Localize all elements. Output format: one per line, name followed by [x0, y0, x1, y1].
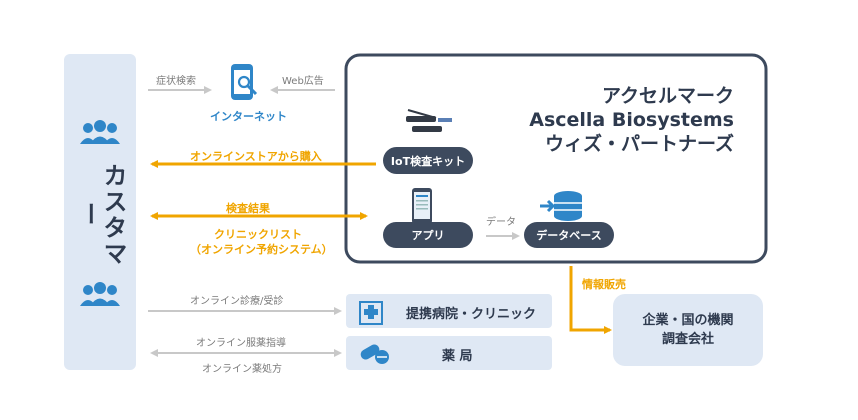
test-results-label: 検査結果 — [226, 202, 270, 215]
online-store-label: オンラインストアから購入 — [190, 150, 322, 163]
internet-phone-icon — [231, 64, 258, 100]
symptom-search-label: 症状検索 — [156, 76, 196, 87]
hospital-icon — [359, 301, 383, 325]
pharmacy-box: 薬 局 — [346, 336, 552, 370]
iot-kit-device-icon — [406, 109, 452, 132]
web-ad-label: Web広告 — [282, 76, 324, 87]
company-name-1: アクセルマーク — [601, 85, 734, 107]
hospital-label: 提携病院・クリニック — [406, 307, 537, 322]
hospital-box: 提携病院・クリニック — [346, 294, 552, 328]
info-sales-label: 情報販売 — [582, 278, 626, 291]
info-sales-arrow — [569, 266, 612, 334]
online-prescription-label: オンライン薬処方 — [202, 364, 282, 375]
app-phone-icon — [412, 188, 432, 224]
people-icon-bottom — [80, 282, 120, 306]
iot-kit-pill: IoT検査キット — [383, 147, 473, 174]
customer-panel — [64, 54, 136, 370]
data-label: データ — [486, 217, 516, 228]
reservation-system-label: （オンライン予約システム） — [190, 243, 333, 256]
people-icon-top — [80, 120, 120, 144]
company-name-3: ウィズ・パートナーズ — [544, 133, 734, 155]
orgs-box: 企業・国の機関 調査会社 — [613, 294, 763, 366]
orgs-line-2: 調査会社 — [661, 332, 714, 347]
hospital-arrow-label: オンライン診療/受診 — [190, 296, 284, 307]
pharmacy-label: 薬 局 — [442, 349, 473, 364]
database-pill: データベース — [524, 222, 614, 248]
app-pill: アプリ — [383, 222, 473, 248]
clinic-list-label: クリニックリスト — [214, 228, 302, 241]
company-frame — [344, 53, 768, 264]
company-name-2: Ascella Biosystems — [529, 109, 734, 131]
database-icon — [540, 191, 582, 221]
pill-icon — [360, 344, 389, 364]
customer-label: カスタマー — [75, 163, 127, 267]
medication-guidance-label: オンライン服薬指導 — [196, 338, 286, 349]
internet-label: インターネット — [210, 110, 287, 123]
company-names: アクセルマーク Ascella Biosystems ウィズ・パートナーズ — [529, 84, 734, 156]
orgs-line-1: 企業・国の機関 — [642, 313, 734, 328]
